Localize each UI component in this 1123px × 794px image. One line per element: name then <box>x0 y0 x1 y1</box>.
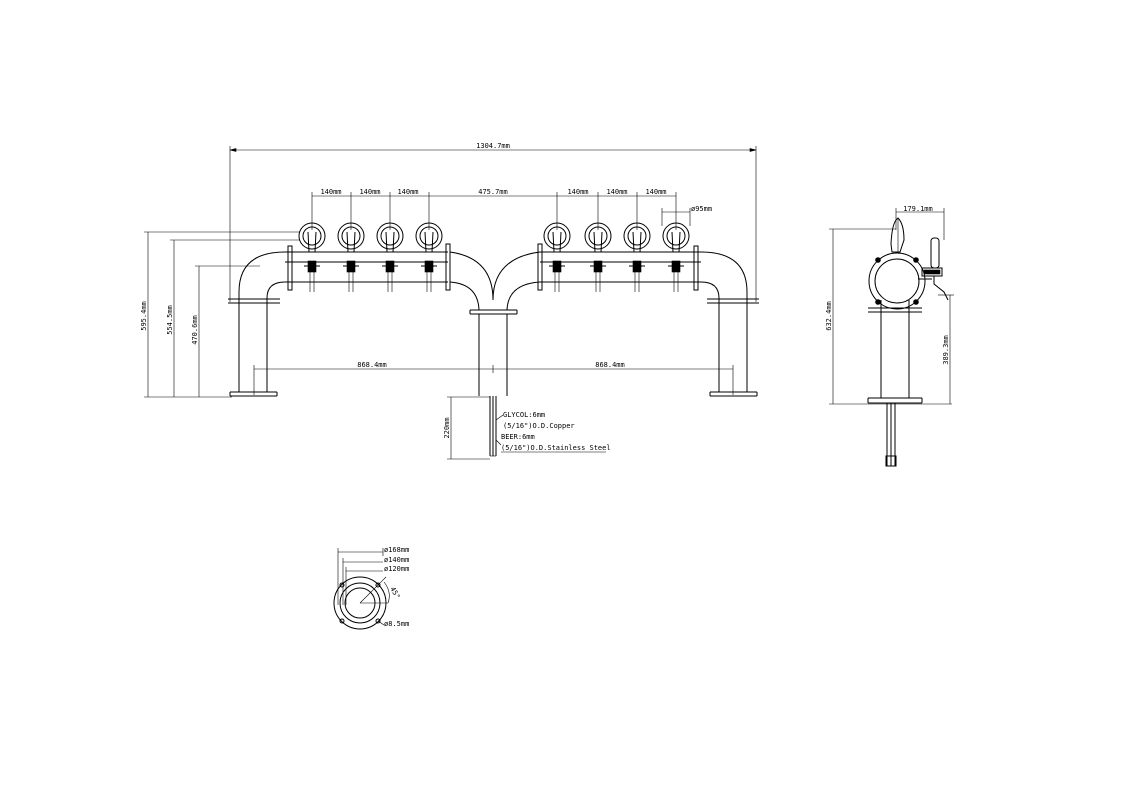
base-left-label: 868.4mm <box>357 361 387 369</box>
tap-medallion-inner <box>588 226 608 246</box>
height-label-2: 554.5mm <box>166 305 174 335</box>
left-elbow <box>238 251 286 302</box>
tap-medallion-inner <box>627 226 647 246</box>
overall-width-dimension: 1304.7mm <box>229 142 757 302</box>
taps <box>298 222 690 292</box>
spacing-label-5: 140mm <box>567 188 588 196</box>
side-depth-label: 179.1mm <box>903 205 933 213</box>
tap-handle <box>552 231 562 253</box>
side-handle <box>890 217 905 253</box>
side-height-dimension: 632.4mm 389.3mm <box>825 228 954 405</box>
height-dimensions: 595.4mm 554.5mm 470.6mm <box>140 231 300 398</box>
tap-1 <box>298 222 326 292</box>
spacing-label-3: 140mm <box>397 188 418 196</box>
plate-inner-label: ø120mm <box>384 565 409 573</box>
right-leg <box>707 298 759 397</box>
base-right-label: 868.4mm <box>595 361 625 369</box>
tap-8 <box>662 222 690 292</box>
tap-handle <box>385 231 395 253</box>
side-column <box>867 300 923 467</box>
tap-medallion-outer <box>623 222 651 250</box>
shank-dimension: 220mm <box>443 396 490 460</box>
tap-handle <box>346 231 356 253</box>
tap-medallion-inner <box>302 226 322 246</box>
side-faucet <box>918 237 949 301</box>
side-head <box>868 252 926 310</box>
base-spacing-dimension: 868.4mm 868.4mm <box>253 361 734 395</box>
front-view: 1304.7mm 140mm 140mm 140mm 475.7mm 140mm… <box>140 142 759 460</box>
tap-medallion-outer <box>337 222 365 250</box>
plate-middle-label: ø140mm <box>384 556 409 564</box>
right-elbow <box>700 251 748 302</box>
tap-5 <box>543 222 571 292</box>
overall-width-label: 1304.7mm <box>476 142 510 150</box>
tap-handle <box>671 231 681 253</box>
left-leg <box>228 298 280 397</box>
beer-spec: (5/16")O.D.Stainless Steel <box>501 444 611 452</box>
tap-medallion-outer <box>415 222 443 250</box>
tap-2 <box>337 222 365 292</box>
tap-7 <box>623 222 651 292</box>
spacing-label-7: 140mm <box>645 188 666 196</box>
spacing-label-1: 140mm <box>320 188 341 196</box>
tap-medallion-inner <box>547 226 567 246</box>
tap-handle <box>632 231 642 253</box>
center-column <box>449 251 541 457</box>
tap-4 <box>415 222 443 292</box>
medallion-dimension: ø95mm <box>661 205 712 226</box>
side-height-label: 632.4mm <box>825 301 833 331</box>
spacing-label-6: 140mm <box>606 188 627 196</box>
tap-medallion-outer <box>298 222 326 250</box>
medallion-label: ø95mm <box>691 205 712 213</box>
tap-spacing-dimension: 140mm 140mm 140mm 475.7mm 140mm 140mm 14… <box>311 188 677 230</box>
tap-medallion-inner <box>666 226 686 246</box>
tap-medallion-outer <box>543 222 571 250</box>
tap-handle <box>307 231 317 253</box>
side-tap-height-label: 389.3mm <box>942 335 950 365</box>
tap-medallion-inner <box>341 226 361 246</box>
tap-3 <box>376 222 404 292</box>
tap-medallion-inner <box>380 226 400 246</box>
plate-angle-label: 45° <box>388 586 401 601</box>
shank-label: 220mm <box>443 417 451 438</box>
glycol-spec: (5/16")O.D.Copper <box>503 422 575 430</box>
tap-medallion-outer <box>376 222 404 250</box>
tubing-notes: GLYCOL:6mm (5/16")O.D.Copper BEER:6mm (5… <box>495 411 611 453</box>
tap-handle <box>424 231 434 253</box>
tap-6 <box>584 222 612 292</box>
side-depth-dimension: 179.1mm <box>895 205 945 240</box>
tap-medallion-outer <box>662 222 690 250</box>
height-label-1: 595.4mm <box>140 301 148 331</box>
base-plate-view: ø168mm ø140mm ø120mm 45° ø8.5mm <box>333 546 409 630</box>
tap-handle <box>593 231 603 253</box>
height-label-3: 470.6mm <box>191 315 199 345</box>
spacing-label-4: 475.7mm <box>478 188 508 196</box>
plate-holes-label: ø8.5mm <box>384 620 409 628</box>
glycol-note: GLYCOL:6mm <box>503 411 545 419</box>
beer-note: BEER:6mm <box>501 433 535 441</box>
spacing-label-2: 140mm <box>359 188 380 196</box>
tap-medallion-inner <box>419 226 439 246</box>
tap-medallion-outer <box>584 222 612 250</box>
plate-outer-label: ø168mm <box>384 546 409 554</box>
side-view: 179.1mm 632.4mm 389.3mm <box>825 205 954 467</box>
